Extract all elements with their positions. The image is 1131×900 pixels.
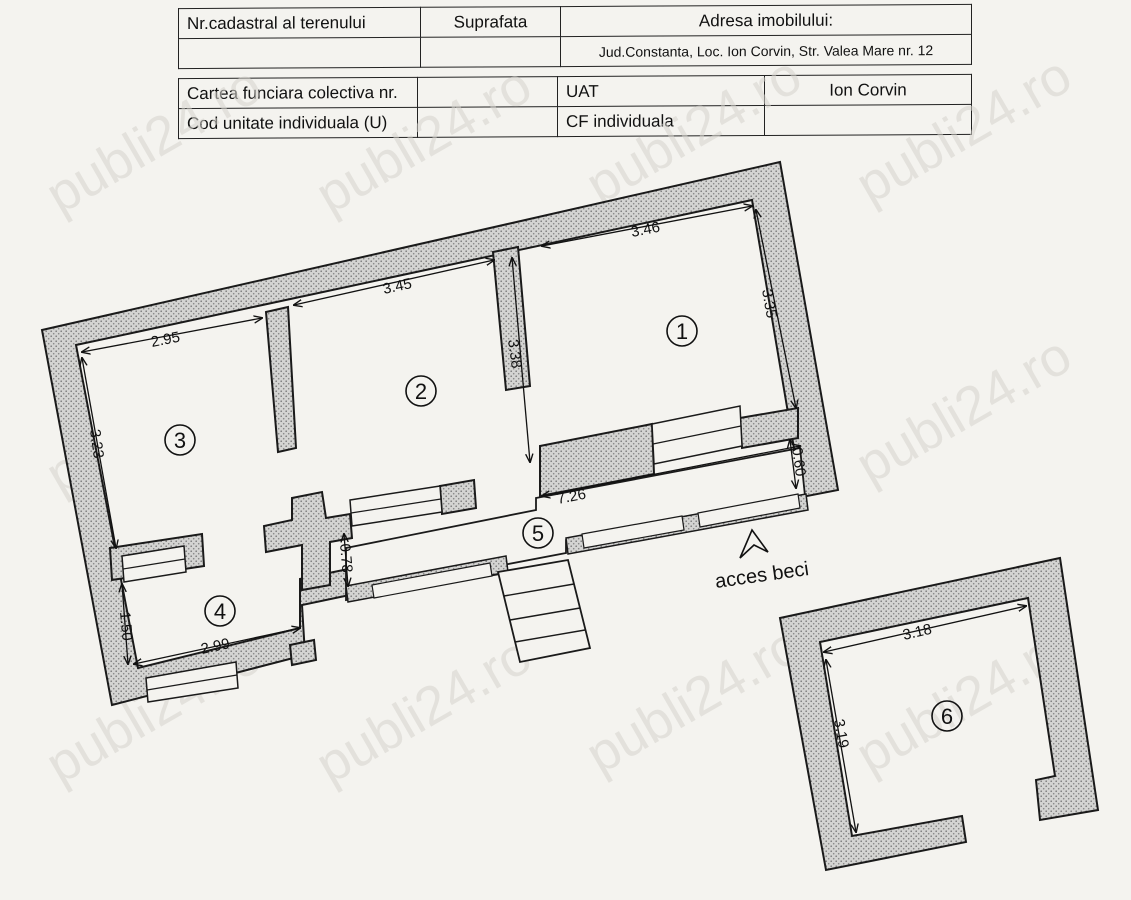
wall-hall-room5 [438, 478, 478, 516]
window-room2 [349, 485, 443, 527]
dim-r6-width: 3.18 [901, 621, 933, 644]
dim-r3-width: 2.95 [150, 329, 182, 351]
dim-porch-depth: 0.60 [788, 446, 809, 477]
window-room4 [145, 661, 239, 703]
room-label-4: 4 [204, 595, 236, 627]
dim-r2-depth: 3.38 [504, 338, 525, 369]
svg-text:4: 4 [214, 599, 226, 624]
room-label-1: 1 [666, 315, 698, 347]
svg-text:1: 1 [676, 319, 688, 344]
svg-text:5: 5 [532, 521, 544, 546]
porch-railing-right [565, 493, 809, 555]
dim-r4-width: 2.99 [199, 635, 231, 658]
svg-text:publi24.ro: publi24.ro [846, 45, 1081, 216]
room-label-5: 5 [522, 517, 554, 549]
wall-room2-hall [262, 490, 354, 592]
svg-text:publi24.ro: publi24.ro [36, 55, 271, 226]
dim-r2-width: 3.45 [381, 275, 413, 298]
cellar-access-label: acces beci [714, 558, 811, 593]
dim-r1-width: 3.46 [630, 219, 662, 241]
room-label-3: 3 [164, 424, 196, 456]
room-label-2: 2 [405, 375, 437, 407]
entrance-stairs [496, 558, 592, 664]
dimension-lines [82, 206, 1026, 832]
wall-room3-room2 [264, 305, 298, 454]
dimension-labels: 2.95 3.23 3.45 3.38 3.46 3.35 7.26 0.60 … [86, 219, 933, 750]
dim-r6-depth: 3.19 [830, 718, 852, 750]
dim-r5-length: 7.26 [556, 486, 588, 508]
svg-text:6: 6 [941, 704, 953, 729]
cellar-access-marker: acces beci [714, 528, 811, 593]
svg-text:publi24.ro: publi24.ro [306, 55, 541, 226]
wall-room4-door [288, 638, 318, 667]
dim-r5-depth: 0.78 [336, 543, 355, 574]
svg-text:3: 3 [174, 428, 186, 453]
svg-text:publi24.ro: publi24.ro [576, 615, 811, 786]
svg-text:publi24.ro: publi24.ro [306, 625, 541, 796]
svg-text:2: 2 [415, 379, 427, 404]
room-label-6: 6 [931, 700, 963, 732]
svg-text:publi24.ro: publi24.ro [846, 325, 1081, 496]
dim-r4-depth: 1.50 [116, 611, 135, 642]
window-room3 [121, 545, 187, 583]
dim-r3-depth: 3.23 [86, 428, 107, 459]
cellar-access-arrow-icon [739, 528, 769, 559]
room6-outer-wall [778, 556, 1100, 872]
dim-r1-depth: 3.35 [758, 288, 780, 320]
